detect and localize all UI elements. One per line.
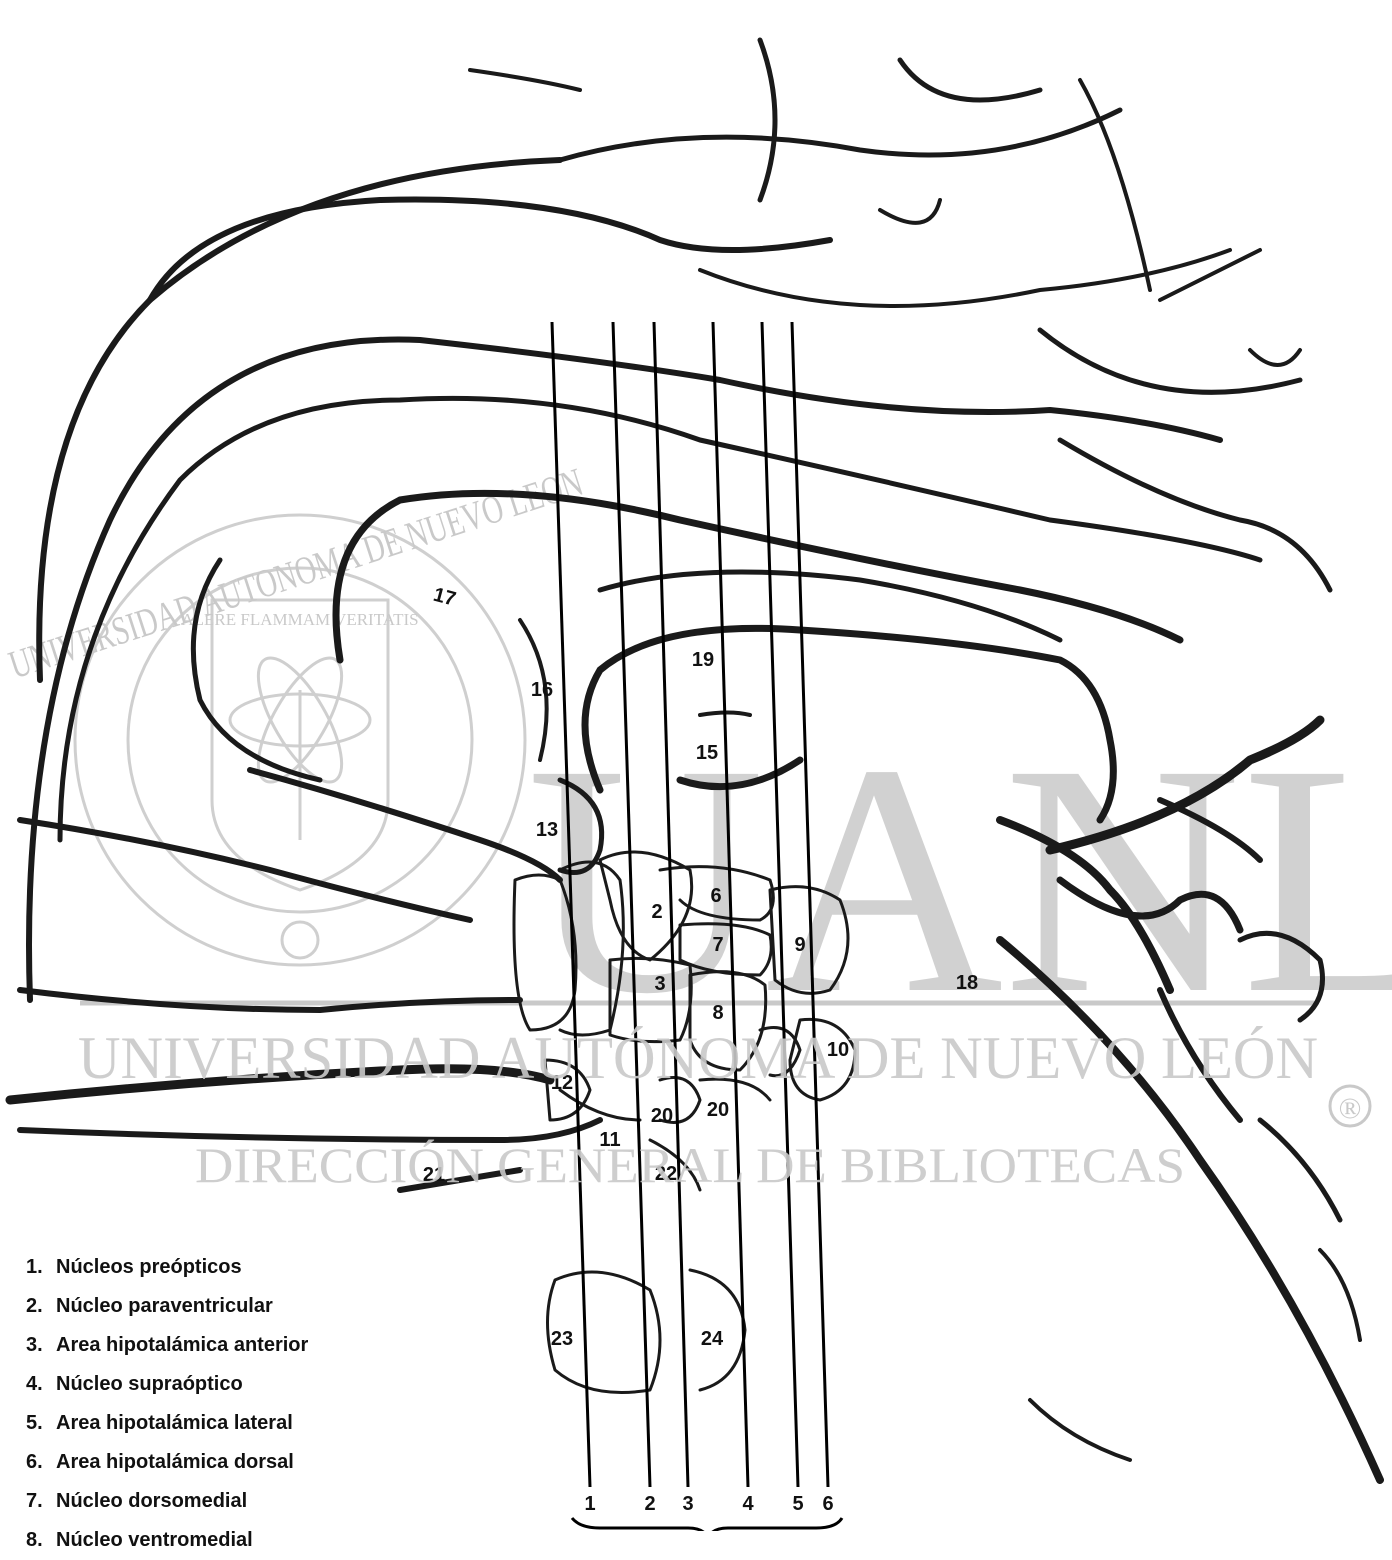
region-label-13: 13 — [536, 819, 558, 841]
legend-text: Núcleo paraventricular — [56, 1295, 273, 1317]
legend-list: 1.Núcleos preópticos 2.Núcleo paraventri… — [26, 1248, 308, 1560]
legend-text: Núcleo ventromedial — [56, 1529, 253, 1551]
legend-number: 5. — [26, 1404, 56, 1443]
legend-number: 3. — [26, 1326, 56, 1365]
region-label-2: 2 — [651, 901, 662, 923]
section-line-label-2: 2 — [644, 1493, 655, 1515]
legend-text: Area hipotalámica dorsal — [56, 1451, 294, 1473]
region-label-24: 24 — [701, 1328, 724, 1350]
library-watermark: DIRECCIÓN GENERAL DE BIBLIOTECAS — [195, 1137, 1185, 1193]
region-label-23: 23 — [551, 1328, 573, 1350]
region-label-9: 9 — [794, 934, 805, 956]
region-label-3: 3 — [654, 973, 665, 995]
section-bracket — [572, 1518, 842, 1531]
legend-text: Núcleo dorsomedial — [56, 1490, 247, 1512]
region-label-18: 18 — [956, 972, 978, 994]
section-line-label-1: 1 — [584, 1493, 595, 1515]
legend-number: 4. — [26, 1365, 56, 1404]
region-label-8: 8 — [712, 1002, 723, 1024]
legend-text: Núcleos preópticos — [56, 1256, 242, 1278]
region-label-20a: 20 — [651, 1105, 673, 1127]
legend-item: 3.Area hipotalámica anterior — [26, 1326, 308, 1365]
region-label-7: 7 — [712, 934, 723, 956]
legend-number: 8. — [26, 1521, 56, 1560]
legend-number: 2. — [26, 1287, 56, 1326]
region-label-20b: 20 — [707, 1099, 729, 1121]
legend-item: 6.Area hipotalámica dorsal — [26, 1443, 308, 1482]
region-label-16: 16 — [531, 679, 553, 701]
region-label-19: 19 — [692, 649, 714, 671]
university-watermark: UNIVERSIDAD AUTÓNOMA DE NUEVO LEÓN — [78, 1025, 1318, 1091]
legend-text: Area hipotalámica lateral — [56, 1412, 293, 1434]
section-line-label-4: 4 — [742, 1493, 754, 1515]
legend-item: 4.Núcleo supraóptico — [26, 1365, 308, 1404]
seal-motto: ALERE FLAMMAM VERITATIS — [181, 610, 418, 629]
section-line-label-5: 5 — [792, 1493, 803, 1515]
section-line-label-3: 3 — [682, 1493, 693, 1515]
region-label-15: 15 — [696, 742, 718, 764]
legend-item: 1.Núcleos preópticos — [26, 1248, 308, 1287]
region-label-6: 6 — [710, 885, 721, 907]
legend-number: 7. — [26, 1482, 56, 1521]
legend-number: 1. — [26, 1248, 56, 1287]
section-line-label-6: 6 — [822, 1493, 833, 1515]
legend-item: 8.Núcleo ventromedial — [26, 1521, 308, 1560]
legend-text: Núcleo supraóptico — [56, 1373, 243, 1395]
section-line-numbers: 1 2 3 4 5 6 — [584, 1493, 833, 1515]
legend-item: 7.Núcleo dorsomedial — [26, 1482, 308, 1521]
legend-number: 6. — [26, 1443, 56, 1482]
registered-mark: ® — [1339, 1092, 1362, 1125]
legend-item: 2.Núcleo paraventricular — [26, 1287, 308, 1326]
region-label-17: 17 — [431, 584, 458, 611]
legend-text: Area hipotalámica anterior — [56, 1334, 308, 1356]
legend-item: 5.Area hipotalámica lateral — [26, 1404, 308, 1443]
